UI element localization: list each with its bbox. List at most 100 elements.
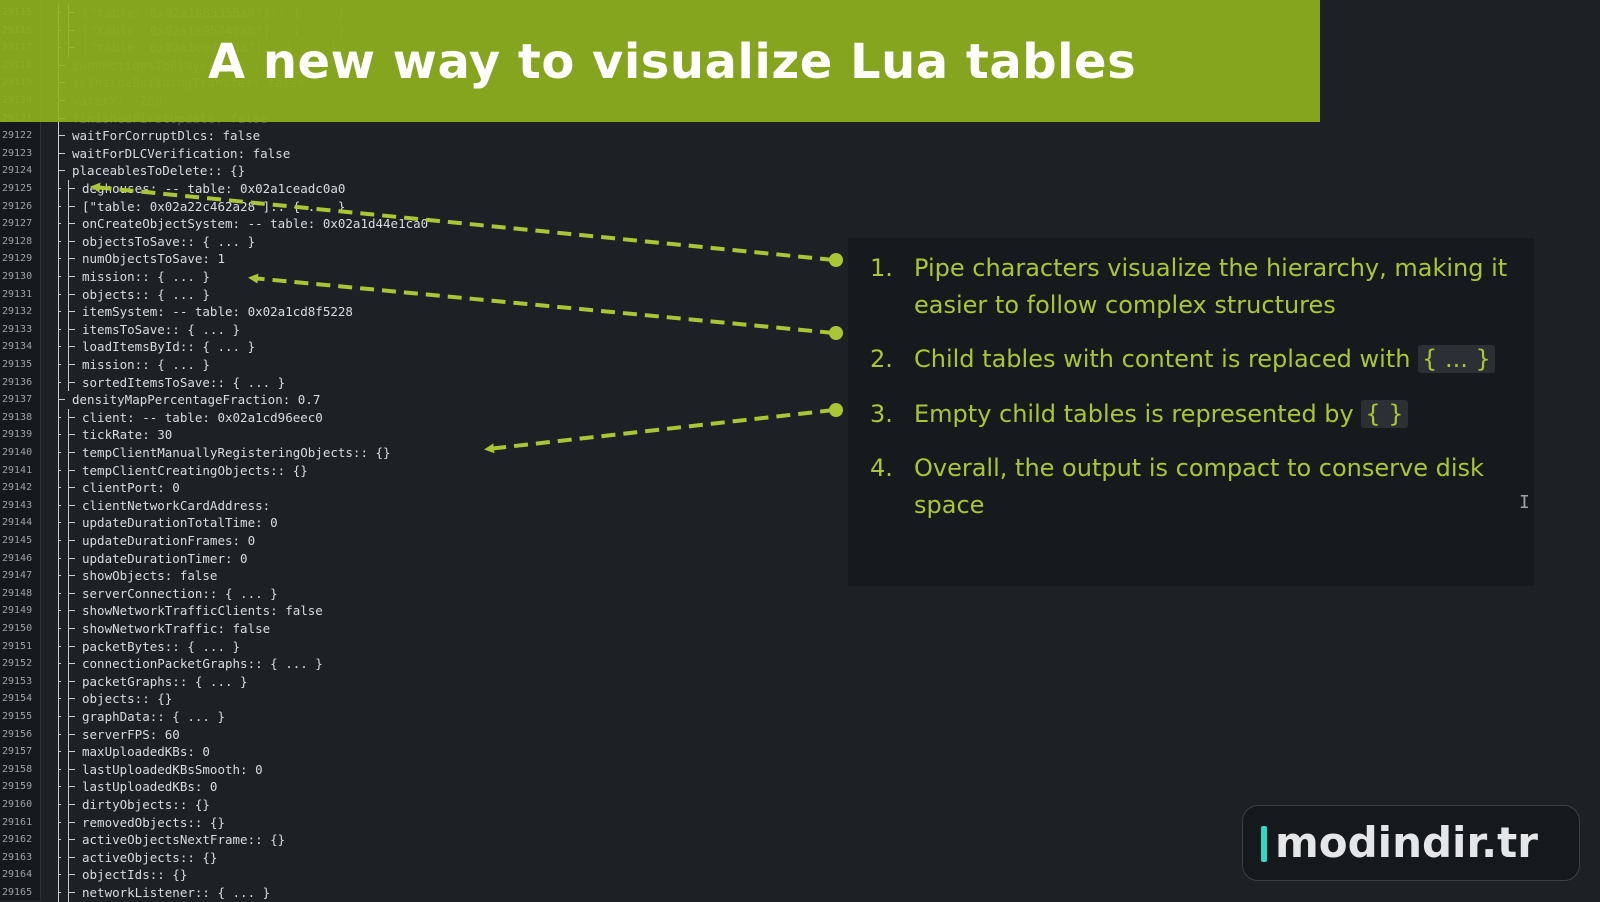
line-number: 29132 (2, 306, 33, 318)
tree-branch (68, 575, 75, 577)
line-number: 29122 (2, 130, 33, 142)
tree-branch (68, 434, 75, 436)
tree-branch (58, 364, 61, 365)
code-text: clientNetworkCardAddress: (82, 497, 271, 513)
code-text: tempClientCreatingObjects:: {} (82, 462, 308, 478)
line-number: 29150 (2, 623, 33, 634)
point-number: 1. (870, 254, 893, 282)
line-number: 29138 (2, 411, 33, 423)
line-number: 29165 (2, 887, 33, 898)
tree-branch (68, 804, 75, 805)
tree-branch (68, 346, 75, 348)
point-4: 4. Overall, the output is compact to con… (858, 450, 1518, 524)
code-text: client: -- table: 0x02a1cd96eec0 (82, 409, 323, 425)
tree-branch (58, 328, 61, 330)
point-text: Empty child tables is represented by { } (914, 396, 1522, 433)
code-line[interactable]: 29124 placeablesToDelete:: {} (0, 162, 1600, 180)
tree-branch (58, 135, 65, 137)
tree-branch (68, 839, 75, 841)
code-line[interactable]: 29138 client: -- table: 0x02a1cd96eec0 (0, 408, 1600, 427)
code-text: showNetworkTraffic: false (82, 621, 271, 636)
line-number: 29153 (2, 675, 33, 687)
tree-branch (58, 839, 61, 841)
tree-branch (68, 645, 75, 647)
point-text-body: Child tables with content is replaced wi… (914, 345, 1419, 373)
tree-branch (68, 188, 75, 189)
line-number: 29162 (2, 834, 33, 846)
tree-branch (68, 856, 75, 858)
tree-branch (58, 469, 61, 471)
code-line[interactable]: 29150 showNetworkTraffic: false (0, 620, 1600, 638)
line-number: 29159 (2, 781, 33, 793)
line-number: 29157 (2, 746, 33, 758)
tree-branch (58, 152, 65, 154)
tree-branch (58, 346, 61, 348)
line-number: 29134 (2, 341, 33, 353)
code-text: removedObjects:: {} (82, 814, 225, 830)
tree-branch (58, 522, 61, 524)
code-text: placeablesToDelete:: {} (72, 163, 246, 179)
tree-branch (58, 592, 61, 594)
tree-branch (58, 416, 61, 418)
tree-branch (58, 223, 61, 225)
tree-branch (68, 522, 75, 524)
code-text: objects:: { ... } (82, 286, 210, 302)
tree-branch (68, 416, 75, 418)
point-number: 2. (870, 345, 893, 373)
tree-branch (58, 205, 61, 207)
text-cursor-icon: I (1519, 492, 1530, 513)
code-text: dirtyObjects:: {} (82, 797, 210, 812)
line-number: 29124 (2, 165, 33, 177)
code-text: tickRate: 30 (82, 427, 173, 443)
line-number: 29158 (2, 763, 33, 775)
code-text: onCreateObjectSystem: -- table: 0x02a1d4… (82, 216, 429, 232)
tree-branch (58, 856, 61, 858)
point-text: Pipe characters visualize the hierarchy,… (914, 254, 1508, 319)
line-number: 29136 (2, 376, 33, 388)
tree-branch (68, 698, 75, 700)
code-text: tempClientManuallyRegisteringObjects:: {… (82, 445, 391, 460)
line-number: 29133 (2, 323, 33, 335)
line-number: 29128 (2, 235, 33, 247)
code-line[interactable]: 29126["table: 0x02a22c462a28"]:: { ... } (0, 197, 1600, 216)
tree-branch (58, 452, 61, 453)
tree-branch (58, 874, 61, 876)
